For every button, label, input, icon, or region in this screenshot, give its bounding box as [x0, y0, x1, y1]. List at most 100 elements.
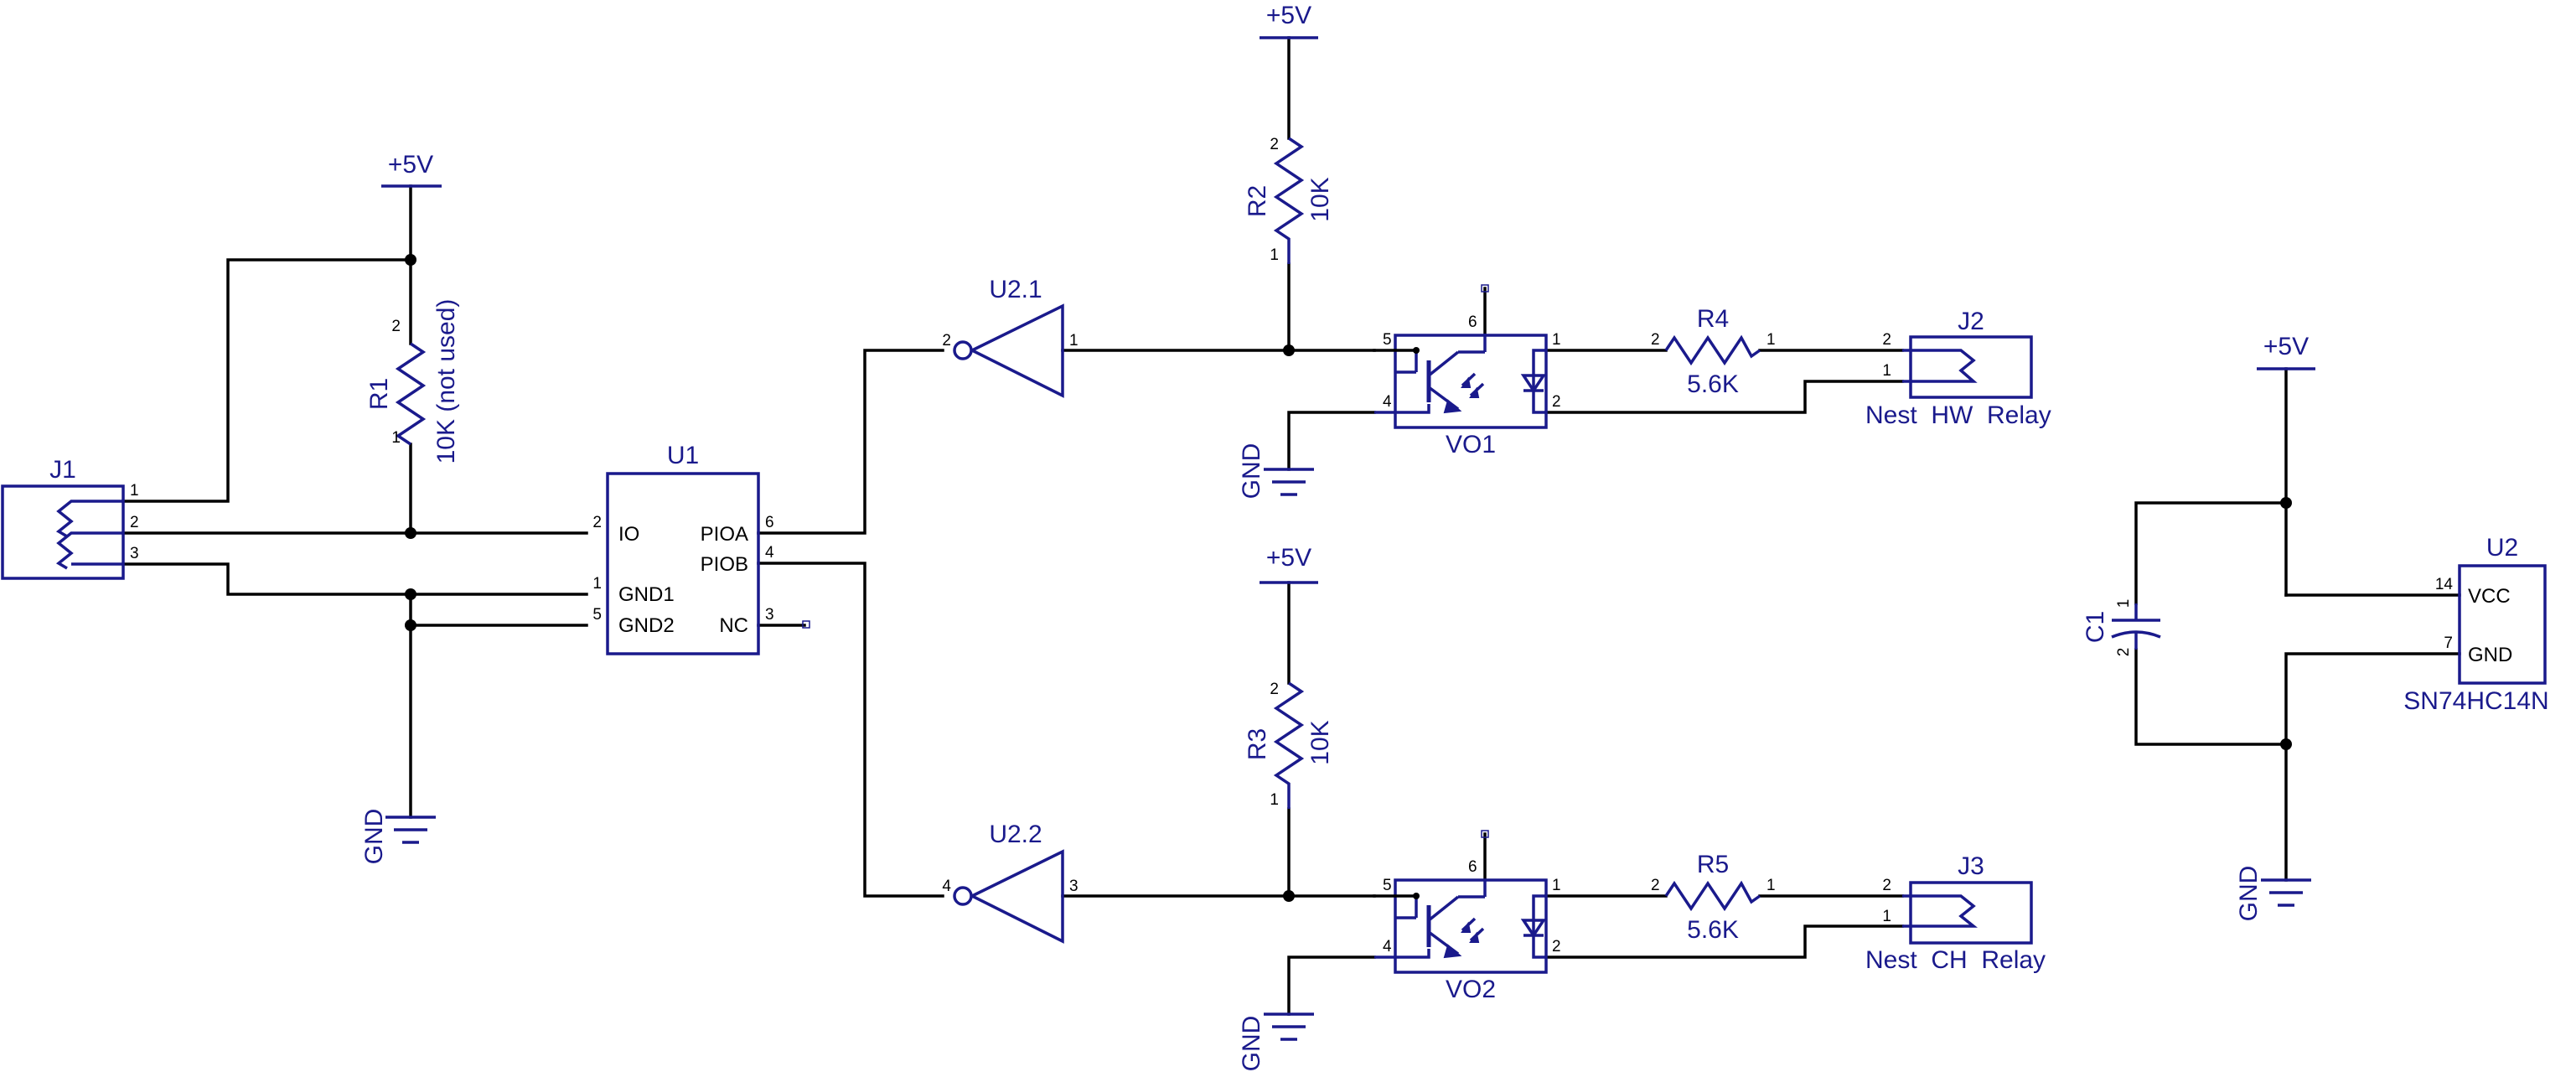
vcc-symbol-r1: +5V — [381, 151, 442, 188]
r5-value: 5.6K — [1687, 916, 1739, 944]
connector-j2: J2 2 1 Nest HW Relay — [1865, 308, 2051, 429]
r3-ref: R3 — [1244, 728, 1271, 760]
junction-dot — [405, 254, 416, 266]
j3-pin2: 2 — [1882, 877, 1891, 894]
ic-u2: U2 VCC GND 14 7 SN74HC14N — [2403, 534, 2548, 715]
junction-dot — [2280, 738, 2292, 750]
r1-pin2: 2 — [391, 318, 401, 335]
u2-pin-gnd: GND — [2468, 644, 2512, 666]
connector-j1: J1 1 2 3 — [1, 456, 139, 580]
u1-pin-piob: PIOB — [701, 553, 748, 576]
r3-pin1: 1 — [1270, 791, 1279, 809]
u2-ref: U2 — [2486, 534, 2518, 562]
r2-value: 10K — [1306, 177, 1334, 221]
gnd-symbol-vo1: GND — [1238, 443, 1314, 499]
r4-ref: R4 — [1697, 305, 1729, 333]
inverter-u2-2: U2.2 4 3 — [942, 821, 1079, 944]
u2-2-pin-in: 4 — [942, 878, 951, 895]
capacitor-c1: C1 1 2 — [2082, 599, 2161, 657]
gnd-symbol-vo2: GND — [1238, 1012, 1314, 1072]
u1-ref: U1 — [667, 442, 699, 469]
r5-ref: R5 — [1697, 851, 1729, 878]
r4-value: 5.6K — [1687, 370, 1739, 398]
r5-pin1: 1 — [1766, 877, 1776, 894]
u2-num-gnd: 7 — [2444, 634, 2453, 652]
junction-dot — [405, 619, 416, 631]
r3-value: 10K — [1306, 720, 1334, 764]
r5-pin2: 2 — [1651, 877, 1660, 894]
resistor-r3: 2 1 R3 10K — [1244, 681, 1334, 809]
vcc-label: +5V — [1266, 544, 1311, 572]
resistor-r4: R4 5.6K 2 1 — [1651, 305, 1776, 398]
j1-ref: J1 — [49, 456, 76, 484]
u1-pin-gnd2: GND2 — [618, 614, 675, 637]
ic-u1: U1 IO GND1 GND2 PIOA PIOB NC 2 1 5 6 4 3 — [592, 442, 810, 655]
gnd-label: GND — [360, 809, 388, 865]
r2-pin1: 1 — [1270, 246, 1279, 264]
j3-label: Nest CH Relay — [1865, 946, 2046, 974]
vcc-label: +5V — [388, 151, 433, 179]
resistor-r1: 2 1 R1 10K (not used) — [365, 299, 460, 464]
resistor-r5: R5 5.6K 2 1 — [1651, 851, 1776, 944]
vo1-pin1: 1 — [1552, 331, 1561, 349]
c1-pin1: 1 — [2115, 599, 2133, 609]
vcc-symbol-r3: +5V — [1260, 544, 1318, 584]
vcc-label: +5V — [2263, 333, 2309, 360]
vo2-pin1: 1 — [1552, 877, 1561, 894]
vo1-pin6: 6 — [1468, 313, 1477, 331]
u1-pin-io: IO — [618, 523, 639, 546]
r1-value: 10K (not used) — [432, 299, 460, 464]
vcc-label: +5V — [1266, 2, 1311, 29]
junction-dot — [405, 588, 416, 600]
u2-1-pin-in: 2 — [942, 332, 951, 350]
u2-pin-vcc: VCC — [2468, 585, 2511, 608]
u2-part: SN74HC14N — [2403, 687, 2548, 715]
connector-j3: J3 2 1 Nest CH Relay — [1865, 852, 2046, 974]
vcc-symbol-u2: +5V — [2257, 333, 2315, 370]
junctions — [405, 254, 2292, 902]
inverter-u2-1: U2.1 2 1 — [942, 276, 1079, 398]
vo2-pin5: 5 — [1383, 877, 1392, 894]
j2-ref: J2 — [1958, 308, 1984, 335]
u1-pin-pioa: PIOA — [701, 523, 748, 546]
u1-num-nc: 3 — [765, 606, 774, 624]
gnd-label: GND — [2235, 866, 2263, 922]
j2-pin1: 1 — [1882, 362, 1891, 380]
u2-2-ref: U2.2 — [989, 821, 1042, 848]
junction-dot — [1283, 344, 1295, 356]
r1-ref: R1 — [365, 378, 393, 410]
r1-pin1: 1 — [391, 429, 401, 447]
gnd-label: GND — [1238, 1016, 1265, 1072]
r4-pin2: 2 — [1651, 331, 1660, 349]
j3-ref: J3 — [1958, 852, 1984, 880]
c1-pin2: 2 — [2115, 648, 2133, 657]
u1-pin-nc: NC — [719, 614, 748, 637]
u1-num-gnd2: 5 — [592, 606, 602, 624]
junction-dot — [1283, 890, 1295, 902]
u2-2-pin-out: 3 — [1069, 878, 1079, 895]
u2-1-pin-out: 1 — [1069, 332, 1079, 350]
junction-dot — [405, 527, 416, 539]
u1-pin-gnd1: GND1 — [618, 583, 675, 606]
gnd-symbol-u2: GND — [2235, 866, 2311, 922]
r3-pin2: 2 — [1270, 681, 1279, 698]
u1-num-gnd1: 1 — [592, 575, 602, 593]
c1-ref: C1 — [2082, 611, 2109, 643]
j1-pin2: 2 — [130, 514, 139, 531]
junction-dot — [2280, 497, 2292, 509]
j2-label: Nest HW Relay — [1865, 401, 2051, 429]
vo2-pin4: 4 — [1383, 938, 1392, 955]
r4-pin1: 1 — [1766, 331, 1776, 349]
optocoupler-vo1: VO1 5 4 6 1 2 — [1373, 284, 1561, 458]
u1-num-pioa: 6 — [765, 514, 774, 531]
wires — [122, 36, 2461, 1016]
vo2-pin2: 2 — [1552, 938, 1561, 955]
resistor-r2: 2 1 R2 10K — [1244, 136, 1334, 264]
j3-pin1: 1 — [1882, 908, 1891, 925]
vo2-ref: VO2 — [1446, 976, 1496, 1003]
vo1-pin2: 2 — [1552, 393, 1561, 411]
r2-pin2: 2 — [1270, 136, 1279, 153]
gnd-symbol-u1: GND — [360, 809, 436, 865]
vo2-pin6: 6 — [1468, 858, 1477, 876]
